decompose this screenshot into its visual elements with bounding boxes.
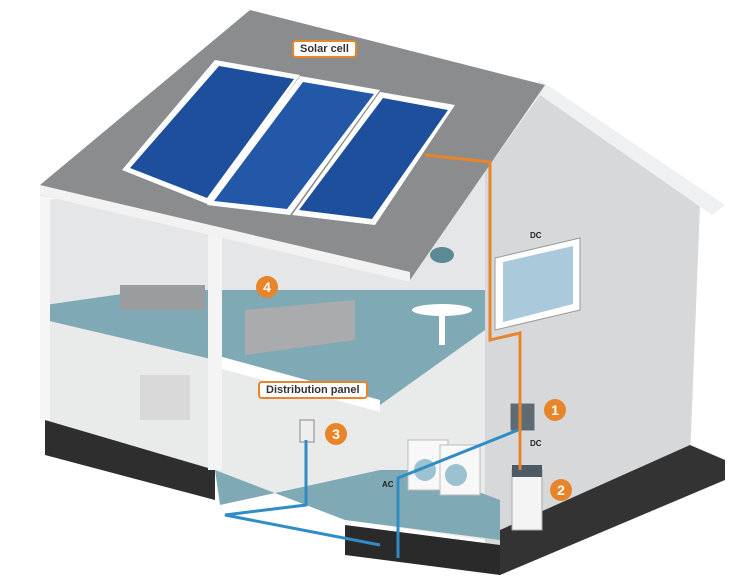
solar-cell-label: Solar cell — [292, 40, 357, 58]
ac-label: AC — [382, 480, 394, 489]
marker-2: 2 — [550, 479, 572, 501]
table-leg — [439, 310, 445, 345]
sofa — [120, 285, 205, 310]
house-foundation-front — [345, 525, 500, 575]
distribution-panel-label: Distribution panel — [258, 381, 368, 399]
battery — [511, 469, 543, 531]
dc-wire — [424, 153, 522, 470]
gable-eave — [485, 80, 725, 215]
window-glass — [503, 246, 573, 322]
dc-label-bottom: DC — [530, 439, 542, 448]
ac-wire-panel — [224, 440, 381, 547]
dryer-door — [445, 464, 467, 486]
lamp-icon — [430, 247, 454, 263]
left-wall-edge — [40, 190, 50, 420]
cabinet — [245, 300, 355, 355]
ac-wire — [396, 428, 519, 558]
solar-panel — [214, 82, 374, 209]
house-foundation-left — [45, 420, 215, 500]
distribution-panel-box — [299, 419, 315, 443]
battery-top — [512, 465, 542, 477]
solar-panels — [122, 60, 455, 225]
house-foundation-right — [500, 445, 725, 575]
marker-4: 4 — [256, 276, 278, 298]
dc-label-top: DC — [530, 231, 542, 240]
marker-3: 3 — [325, 423, 347, 445]
solar-panel — [299, 98, 448, 219]
roof-edge — [40, 185, 410, 282]
house-side-wall — [485, 85, 700, 548]
marker-1: 1 — [544, 399, 566, 421]
fireplace — [140, 375, 190, 420]
center-column — [208, 230, 222, 470]
solar-panel — [130, 66, 294, 198]
inverter — [509, 402, 536, 432]
